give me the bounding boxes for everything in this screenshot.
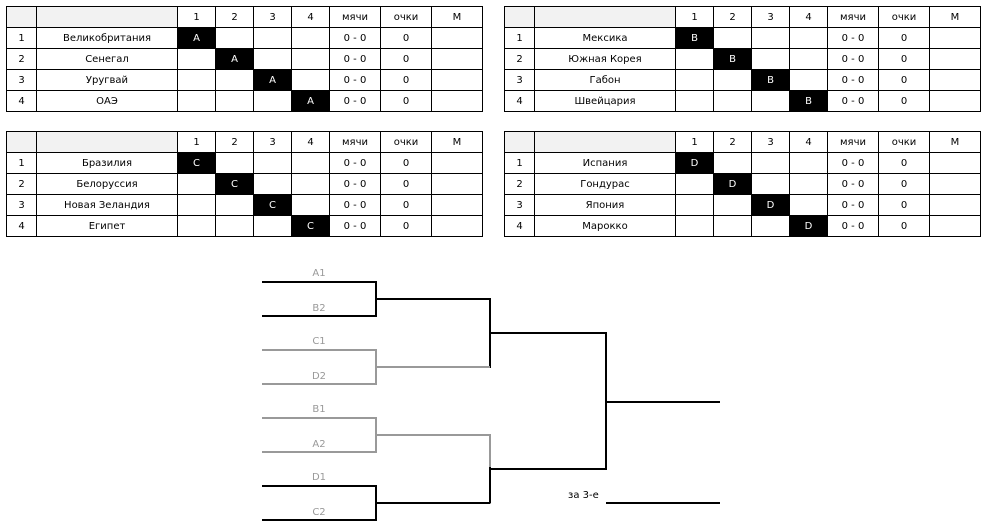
table-row: 1 Мексика B 0 - 0 0 <box>504 27 981 49</box>
bracket-match-line <box>376 434 491 504</box>
header-balls: мячи <box>329 6 381 28</box>
group-diagonal-cell: C <box>291 215 330 237</box>
bracket-final-line <box>490 332 607 470</box>
header-col-4: 4 <box>291 131 330 153</box>
bracket-slot-label: B1 <box>312 404 326 415</box>
team-place <box>929 90 981 112</box>
table-row: 4 ОАЭ A 0 - 0 0 <box>6 90 483 112</box>
header-col-4: 4 <box>789 131 828 153</box>
bracket-slot-label: C1 <box>312 336 326 347</box>
header-blank <box>36 131 178 153</box>
header-place: М <box>929 131 981 153</box>
group-diagonal-cell: B <box>751 69 790 91</box>
table-row: 1 Великобритания A 0 - 0 0 <box>6 27 483 49</box>
group-diagonal-cell: B <box>713 48 752 70</box>
table-row: 1 Испания D 0 - 0 0 <box>504 152 981 174</box>
bracket-slot-label: A2 <box>312 439 326 450</box>
header-place: М <box>929 6 981 28</box>
table-row: 4 Египет C 0 - 0 0 <box>6 215 483 237</box>
group-table-a: 1 2 3 4 мячи очки М 1 Великобритания A 0… <box>6 6 483 112</box>
team-place <box>929 215 981 237</box>
header-blank <box>6 131 37 153</box>
header-blank <box>6 6 37 28</box>
header-balls: мячи <box>827 131 879 153</box>
group-diagonal-cell: C <box>215 173 254 195</box>
header-place: М <box>431 6 483 28</box>
header-col-4: 4 <box>291 6 330 28</box>
bracket-slot-label: B2 <box>312 303 326 314</box>
team-points: 0 <box>380 215 432 237</box>
team-balls: 0 - 0 <box>329 215 381 237</box>
group-table-b: 1 2 3 4 мячи очки М 1 Мексика B 0 - 0 0 … <box>504 6 981 112</box>
group-table-c: 1 2 3 4 мячи очки М 1 Бразилия C 0 - 0 0… <box>6 131 483 237</box>
bracket-match-line <box>376 298 491 368</box>
third-place-label: за 3-е <box>568 490 599 501</box>
group-diagonal-cell: A <box>177 27 216 49</box>
table-row: 4 Швейцария B 0 - 0 0 <box>504 90 981 112</box>
group-diagonal-cell: D <box>675 152 714 174</box>
header-col-1: 1 <box>675 131 714 153</box>
bracket-slot-label: C2 <box>312 507 326 518</box>
header-points: очки <box>380 6 432 28</box>
table-header-row: 1 2 3 4 мячи очки М <box>6 6 483 28</box>
team-place <box>431 215 483 237</box>
group-table-d: 1 2 3 4 мячи очки М 1 Испания D 0 - 0 0 … <box>504 131 981 237</box>
table-row: 1 Бразилия C 0 - 0 0 <box>6 152 483 174</box>
header-blank <box>534 131 676 153</box>
bracket-slot-label: A1 <box>312 268 326 279</box>
table-row: 2 Сенегал A 0 - 0 0 <box>6 48 483 70</box>
bracket-slot-label: D1 <box>311 472 327 483</box>
table-header-row: 1 2 3 4 мячи очки М <box>6 131 483 153</box>
table-row: 2 Гондурас D 0 - 0 0 <box>504 173 981 195</box>
header-col-2: 2 <box>215 131 254 153</box>
table-header-row: 1 2 3 4 мячи очки М <box>504 131 981 153</box>
group-diagonal-cell: D <box>789 215 828 237</box>
header-blank <box>36 6 178 28</box>
table-row: 3 Габон B 0 - 0 0 <box>504 69 981 91</box>
group-diagonal-cell: A <box>215 48 254 70</box>
group-diagonal-cell: D <box>713 173 752 195</box>
group-diagonal-cell: C <box>177 152 216 174</box>
team-place <box>431 90 483 112</box>
group-diagonal-cell: A <box>253 69 292 91</box>
table-row: 3 Новая Зеландия C 0 - 0 0 <box>6 194 483 216</box>
header-place: М <box>431 131 483 153</box>
group-diagonal-cell: B <box>675 27 714 49</box>
team-position: 4 <box>6 90 37 112</box>
table-row: 4 Марокко D 0 - 0 0 <box>504 215 981 237</box>
header-col-3: 3 <box>751 131 790 153</box>
bracket-slot-label: D2 <box>311 371 327 382</box>
header-balls: мячи <box>329 131 381 153</box>
header-col-1: 1 <box>177 6 216 28</box>
header-points: очки <box>380 131 432 153</box>
